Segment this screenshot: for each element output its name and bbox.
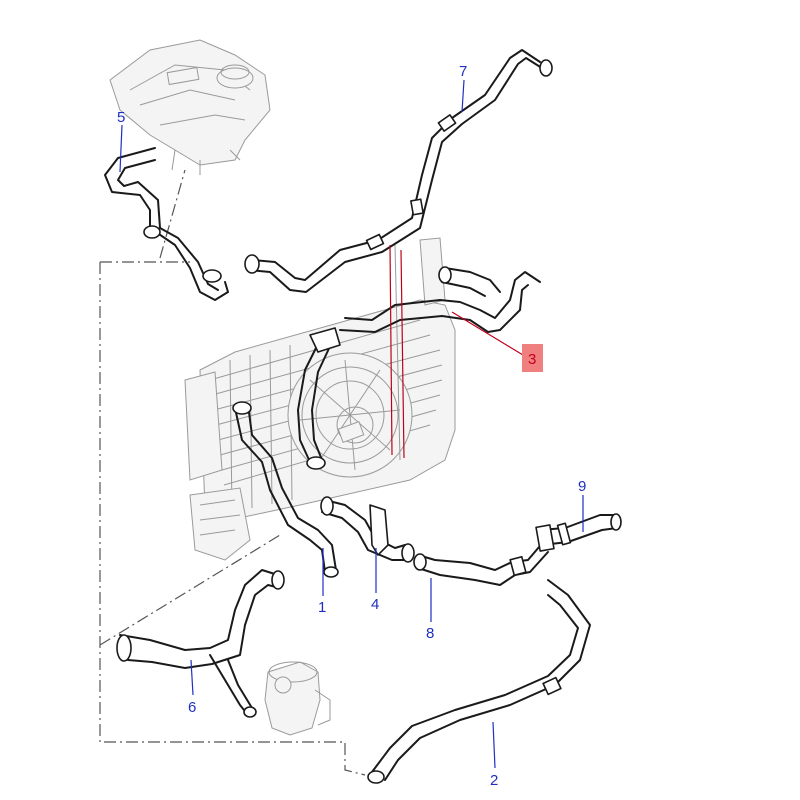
callout-2: 2 (490, 772, 498, 789)
leader-red-vertical-a (389, 244, 393, 456)
leader-5 (119, 124, 123, 173)
leader-6 (190, 659, 194, 696)
hose-8 (413, 539, 549, 586)
auxiliary-pump (264, 661, 331, 736)
leader-3 (451, 311, 524, 356)
callout-7: 7 (459, 63, 467, 80)
callout-5: 5 (117, 109, 125, 126)
callout-8: 8 (426, 625, 434, 642)
callout-1: 1 (318, 599, 326, 616)
leader-red-vertical-b (400, 249, 405, 459)
callout-9: 9 (578, 478, 586, 495)
callout-6: 6 (188, 699, 196, 716)
callout-3-highlight (522, 344, 543, 372)
hose-4 (320, 496, 415, 563)
callout-3: 3 (528, 351, 536, 368)
pipe-9 (535, 513, 622, 552)
hose-2 (367, 579, 591, 784)
hose-5 (104, 147, 229, 301)
callout-4: 4 (371, 596, 379, 613)
leader-lines (119, 79, 584, 769)
hose-6 (116, 569, 285, 718)
hose-7 (244, 49, 553, 293)
callouts: 5 7 3 1 4 8 9 6 2 (117, 63, 586, 789)
leader-2 (492, 721, 496, 769)
boundary-lines (99, 169, 366, 776)
leader-7 (461, 79, 465, 113)
expansion-tank (109, 39, 271, 175)
hose-1 (232, 401, 339, 578)
hose-3 (297, 266, 541, 470)
